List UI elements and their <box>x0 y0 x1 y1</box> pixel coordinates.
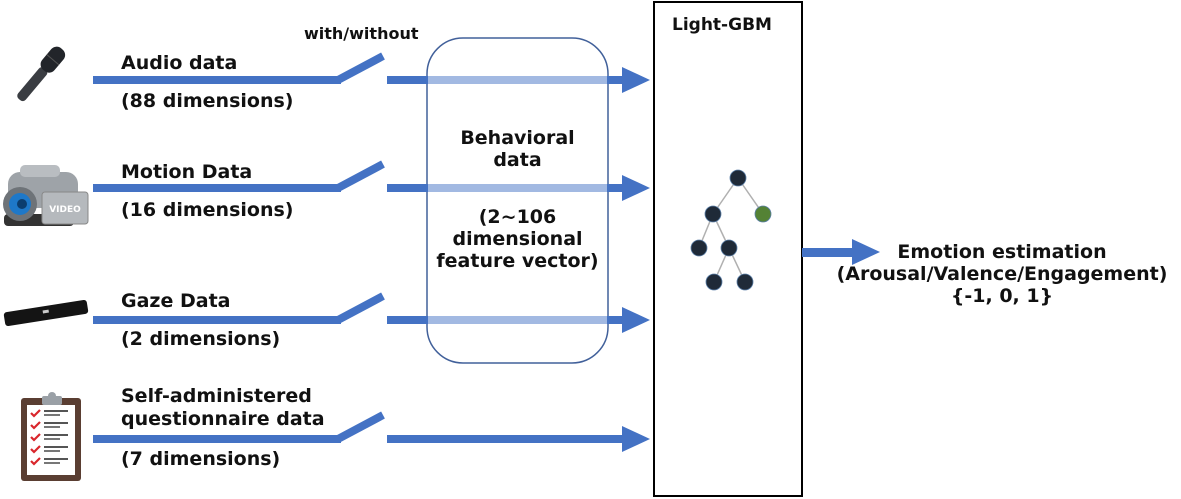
clipboard-checklist-icon <box>21 392 81 481</box>
tree-node <box>736 273 754 291</box>
behavioral-desc-line2: dimensional <box>452 228 583 250</box>
checklist-text-line <box>44 426 60 428</box>
gaze-arrowhead <box>622 307 650 333</box>
check-mark-icon <box>30 409 41 418</box>
behavioral-data-container <box>426 37 609 364</box>
check-mark-icon <box>30 457 41 466</box>
eye-tracker-icon <box>3 299 89 327</box>
audio-input-line <box>93 76 341 84</box>
behavioral-title-line2: data <box>493 149 542 171</box>
motion-input-line <box>93 184 341 192</box>
behavioral-desc-line3: feature vector) <box>436 250 599 272</box>
behavioral-title-line1: Behavioral <box>460 127 575 149</box>
motion-line-highlight <box>428 184 607 192</box>
checklist-text-line <box>44 438 60 440</box>
gaze-input-line <box>93 316 341 324</box>
gaze-line-highlight <box>428 316 607 324</box>
questionnaire-switch <box>336 411 385 443</box>
check-mark-icon <box>30 421 41 430</box>
motion-switch <box>336 160 385 192</box>
gaze-data-label: Gaze Data <box>121 290 231 312</box>
audio-arrowhead <box>622 67 650 93</box>
tree-node <box>720 239 738 257</box>
video-camera-icon: VIDEO <box>3 165 89 226</box>
behavioral-desc-line1: (2~106 <box>478 206 557 228</box>
questionnaire-label-line2: questionnaire data <box>121 408 325 430</box>
audio-line-highlight <box>428 76 607 84</box>
checklist-text-line <box>44 410 68 412</box>
audio-dims-label: (88 dimensions) <box>121 90 294 112</box>
tree-node <box>705 273 723 291</box>
audio-row <box>93 52 650 93</box>
output-arrow <box>802 239 880 265</box>
decision-tree-icon <box>690 169 772 291</box>
audio-switch <box>336 52 385 84</box>
questionnaire-dims-label: (7 dimensions) <box>121 448 281 470</box>
output-line3: {-1, 0, 1} <box>950 285 1054 307</box>
checklist-text-line <box>44 462 60 464</box>
checklist-text-line <box>44 450 60 452</box>
switch-label: with/without <box>304 24 419 43</box>
questionnaire-row <box>93 411 650 452</box>
check-mark-icon <box>30 433 41 442</box>
audio-data-label: Audio data <box>121 52 238 74</box>
questionnaire-input-line <box>93 435 341 443</box>
questionnaire-arrowhead <box>622 426 650 452</box>
output-label: Emotion estimation (Arousal/Valence/Enga… <box>812 241 1181 307</box>
questionnaire-output-line <box>387 435 625 443</box>
svg-text:VIDEO: VIDEO <box>49 205 81 215</box>
checklist-text-line <box>44 414 60 416</box>
model-title: Light-GBM <box>672 15 772 35</box>
motion-arrowhead <box>622 175 650 201</box>
motion-dims-label: (16 dimensions) <box>121 199 294 221</box>
tree-leaf-node <box>754 205 772 223</box>
motion-data-label: Motion Data <box>121 161 253 183</box>
checklist-text-line <box>44 422 68 424</box>
gaze-dims-label: (2 dimensions) <box>121 328 281 350</box>
motion-row <box>93 160 650 201</box>
output-line2: (Arousal/Valence/Engagement) <box>836 263 1168 285</box>
questionnaire-label-line1: Self-administered <box>121 385 312 407</box>
behavioral-desc: (2~106 dimensional feature vector) <box>427 206 608 272</box>
output-line1: Emotion estimation <box>897 241 1107 263</box>
tree-node <box>704 205 722 223</box>
check-mark-icon <box>30 445 41 454</box>
light-gbm-box <box>653 1 803 497</box>
gaze-switch <box>336 292 385 324</box>
behavioral-title: Behavioral data <box>427 127 608 171</box>
microphone-icon <box>17 46 66 102</box>
tree-node <box>729 169 747 187</box>
gaze-row <box>93 292 650 333</box>
checklist-text-line <box>44 458 68 460</box>
checklist-text-line <box>44 434 68 436</box>
tree-node <box>690 239 708 257</box>
checklist-text-line <box>44 446 68 448</box>
